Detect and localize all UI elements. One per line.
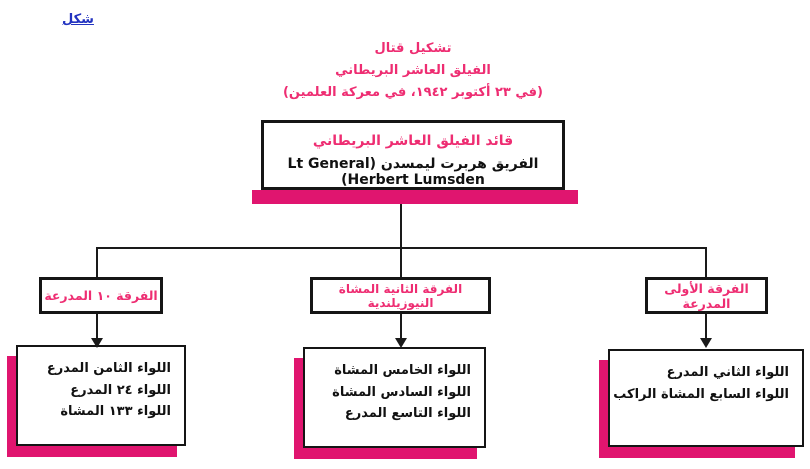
corps-commander-name: الفريق هربرت ليمسدن (Lt General Herbert … <box>287 156 539 188</box>
corps-commander-box: قائد الفيلق العاشر البريطاني الفريق هربر… <box>261 120 565 190</box>
arrow-stem-middle <box>400 314 402 339</box>
chart-heading: تشكيل قتال الفيلق العاشر البريطاني (في ٢… <box>238 38 588 104</box>
brigade-item: اللواء الثاني المدرع <box>666 365 789 380</box>
arrow-stem-left <box>96 314 98 339</box>
root-box-shadow <box>252 190 578 204</box>
connector-drop-left <box>96 247 98 279</box>
corps-commander-title: قائد الفيلق العاشر البريطاني <box>312 133 514 149</box>
brigade-item: اللواء التاسع المدرع <box>344 406 471 421</box>
division-label: الفرقة الأولى المدرعة <box>664 280 749 311</box>
heading-line-formation: تشكيل قتال <box>374 41 452 56</box>
division-box-2nd-nz-infantry: الفرقة الثانية المشاة النيوزيلندية <box>310 277 491 314</box>
division-label: الفرقة ١٠ المدرعة <box>44 288 158 303</box>
connector-root-stem <box>400 202 402 248</box>
brigade-item: اللواء الخامس المشاة <box>334 363 471 378</box>
heading-line-corps: الفيلق العاشر البريطاني <box>335 63 491 78</box>
arrow-head-down-icon <box>700 338 712 348</box>
brigade-item: اللواء ١٣٣ المشاة <box>60 404 171 419</box>
figure-label: شكل <box>62 12 94 27</box>
brigade-item: اللواء الثامن المدرع <box>46 361 171 376</box>
connector-drop-right <box>705 247 707 279</box>
arrow-stem-right <box>705 314 707 339</box>
connector-drop-middle <box>400 247 402 279</box>
arrow-head-down-icon <box>91 338 103 348</box>
brigade-list-2nd-nz-infantry: اللواء الخامس المشاة اللواء السادس المشا… <box>303 347 486 448</box>
arrow-head-down-icon <box>395 338 407 348</box>
brigade-item: اللواء ٢٤ المدرع <box>70 382 171 398</box>
division-box-10th-armoured: الفرقة ١٠ المدرعة <box>39 277 163 314</box>
brigade-item: اللواء السابع المشاة الراكب <box>613 386 789 402</box>
division-label: الفرقة الثانية المشاة النيوزيلندية <box>338 281 463 310</box>
heading-line-date: (في ٢٣ أكتوبر ١٩٤٢، في معركة العلمين) <box>282 85 543 100</box>
division-box-1st-armoured: الفرقة الأولى المدرعة <box>645 277 768 314</box>
brigade-item: اللواء السادس المشاة <box>332 384 471 400</box>
brigade-list-10th-armoured: اللواء الثامن المدرع اللواء ٢٤ المدرع ال… <box>16 345 186 446</box>
brigade-list-1st-armoured: اللواء الثاني المدرع اللواء السابع المشا… <box>608 349 804 447</box>
